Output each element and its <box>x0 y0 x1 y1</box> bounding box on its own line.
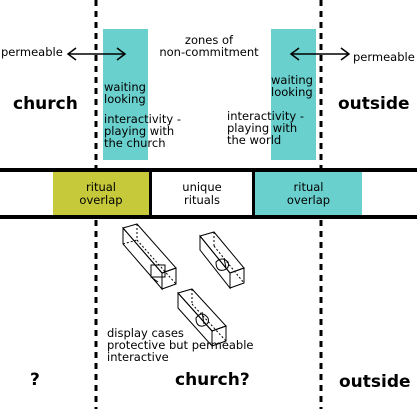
double-arrow-right-icon <box>289 47 351 61</box>
ritual-bar: ritual overlap unique rituals ritual ove… <box>0 168 417 219</box>
display-case-3-icon <box>177 288 227 348</box>
outside-bottom-label: outside <box>339 372 411 392</box>
permeable-right-label: permeable <box>353 50 415 64</box>
zones-title: zones of non-commitment <box>159 33 259 59</box>
waiting-right-label: waiting looking <box>271 73 313 99</box>
interactivity-right-label: interactivity - playing with the world <box>227 109 304 147</box>
church-label: church <box>13 94 78 114</box>
church-question-label: church? <box>175 370 250 390</box>
waiting-left-label: waiting looking <box>104 80 146 106</box>
ritual-overlap-right-label: ritual overlap <box>286 179 331 207</box>
outside-top-label: outside <box>338 94 410 114</box>
permeable-left-label: permeable <box>1 45 63 59</box>
unique-rituals: unique rituals <box>149 172 255 215</box>
zone-left <box>103 29 148 160</box>
zone-right <box>271 29 316 160</box>
ritual-overlap-left: ritual overlap <box>53 172 149 215</box>
interactivity-left-label: interactivity - playing with the church <box>104 112 181 150</box>
ritual-overlap-right: ritual overlap <box>255 172 362 215</box>
unique-rituals-label: unique rituals <box>182 179 222 207</box>
question-label: ? <box>30 370 40 390</box>
double-arrow-left-icon <box>66 47 127 61</box>
display-case-1-icon <box>122 223 177 291</box>
ritual-overlap-left-label: ritual overlap <box>79 179 123 207</box>
display-cases-label: display cases protective but permeable i… <box>107 326 254 364</box>
display-case-2-icon <box>199 231 245 290</box>
